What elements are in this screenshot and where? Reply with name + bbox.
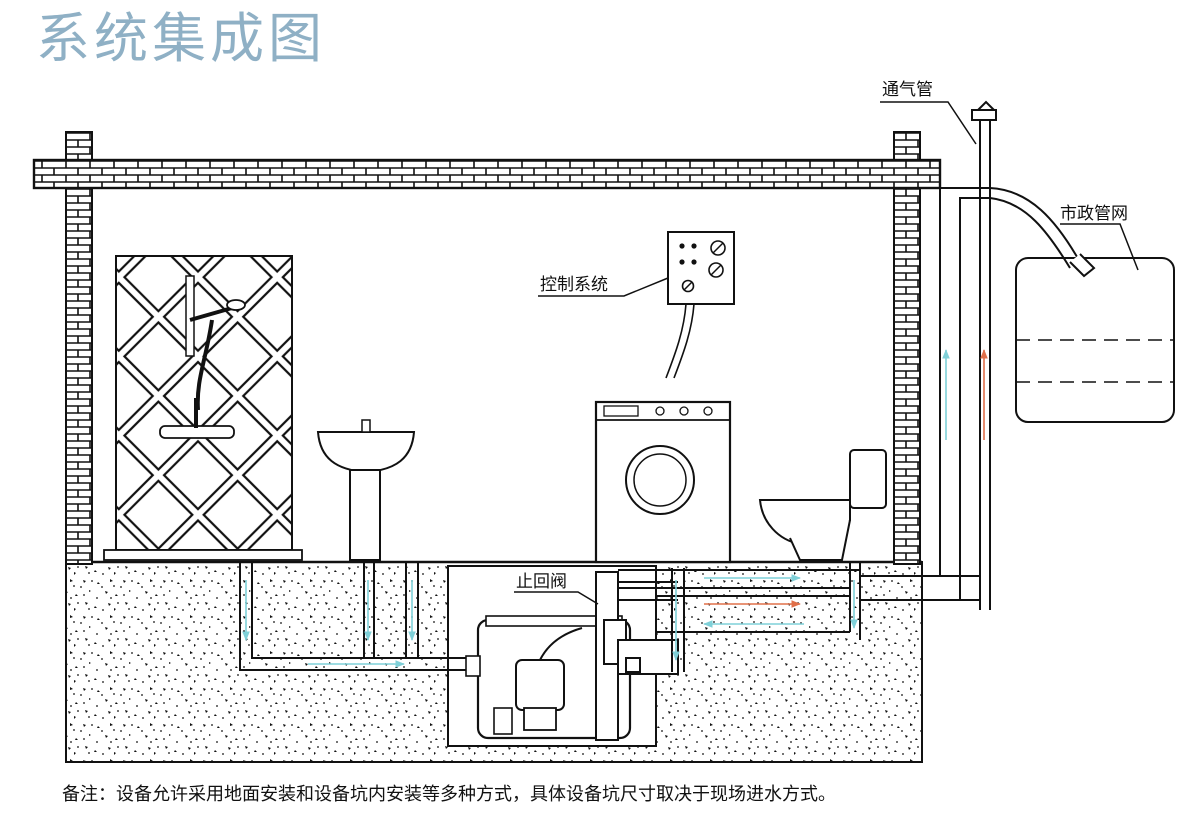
municipal-network-tank: [989, 187, 1175, 423]
vent-pipe-label: 通气管: [882, 80, 933, 100]
control-system-leader: [538, 277, 669, 297]
vent-pipe: [940, 100, 997, 610]
diagram-title: 系统集成图: [36, 7, 326, 70]
check-valve-leader: [514, 591, 599, 605]
building-wall-right: [893, 131, 921, 565]
discharge-pipe: [618, 187, 990, 672]
check-valve-label: 止回阀: [516, 572, 567, 592]
pump-icon: [493, 627, 583, 735]
control-system-label: 控制系统: [540, 275, 608, 295]
toilet-icon: [758, 449, 887, 561]
municipal-network-leader: [1060, 223, 1139, 271]
drain-pipes: [239, 562, 466, 671]
municipal-network-label: 市政管网: [1060, 204, 1128, 224]
flow-arrows: [242, 349, 988, 668]
shower-icon: [103, 255, 303, 561]
washing-machine-icon: [594, 400, 732, 564]
building-wall-left: [65, 131, 93, 565]
washbasin-icon: [316, 419, 416, 561]
control-box-icon: [665, 231, 735, 379]
vent-pipe-leader: [880, 101, 977, 145]
roof-slab: [32, 158, 942, 190]
footnote: 备注：设备允许采用地面安装和设备坑内安装等多种方式，具体设备坑尺寸取决于现场进水…: [62, 784, 836, 805]
